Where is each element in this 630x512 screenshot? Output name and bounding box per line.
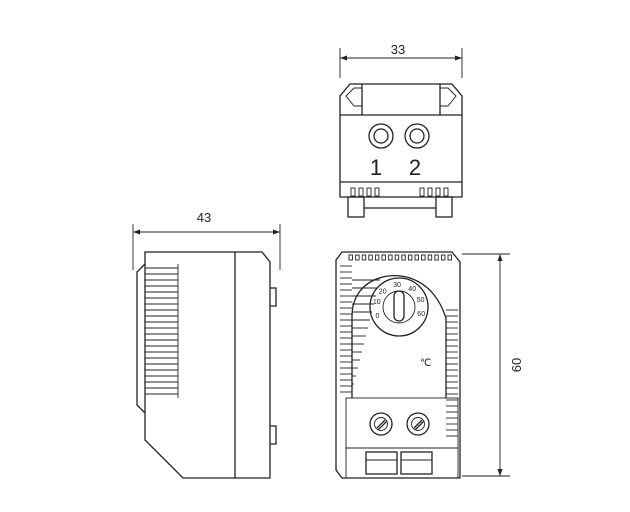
dial-tick-label: 50: [417, 297, 425, 304]
cable-clamps: [365, 451, 433, 475]
dial-tick-label: 40: [408, 286, 416, 293]
dimension-front-height-label: 60: [509, 358, 524, 372]
vent-slot: [348, 254, 353, 261]
vent-slot: [394, 254, 400, 261]
dimension-top-width-label: 33: [391, 42, 405, 57]
dial-unit-label: ℃: [420, 358, 431, 369]
terminal-1: [368, 123, 394, 149]
vent-slot: [355, 254, 360, 261]
dial-tick-label: 60: [417, 311, 425, 318]
vent-slot: [447, 254, 452, 261]
front-view-vents: [340, 254, 458, 437]
dimension-front-height: 60: [462, 253, 524, 477]
terminal-label-2: 2: [409, 155, 421, 180]
vent-slot: [381, 254, 386, 261]
dimension-side-width: 43: [132, 210, 281, 270]
side-view: 43: [132, 210, 281, 479]
vent-slot: [361, 254, 367, 261]
vent-slot: [407, 254, 413, 261]
dial-tick-label: 20: [379, 289, 387, 296]
side-view-vents: [145, 264, 179, 398]
vent-slot: [388, 254, 393, 261]
dial-tick-label: 0: [375, 313, 379, 320]
vent-slot: [414, 254, 419, 261]
vent-slot: [440, 254, 446, 261]
dial-tick-label: 30: [393, 282, 401, 289]
vent-slot: [368, 254, 373, 261]
vent-slot: [434, 254, 439, 261]
dimension-top-width: 33: [339, 42, 463, 78]
terminal-2: [404, 123, 430, 149]
vent-slot: [374, 254, 380, 261]
screw-terminal-right: [406, 412, 430, 436]
screw-terminal-left: [369, 412, 393, 436]
vent-slot: [421, 254, 426, 261]
vent-slot: [427, 254, 433, 261]
terminal-label-1: 1: [370, 155, 382, 180]
dimension-side-width-label: 43: [197, 210, 211, 225]
top-view-vents: [350, 187, 449, 197]
top-view: 33 1 2: [339, 42, 463, 218]
dial-tick-label: 10: [373, 299, 381, 306]
vent-slot: [401, 254, 406, 261]
